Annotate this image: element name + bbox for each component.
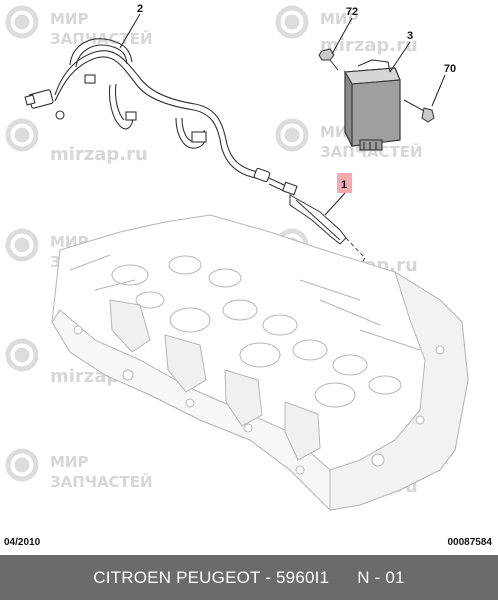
callout-3-label: 3 <box>407 30 413 42</box>
screw-70-part <box>403 99 435 123</box>
callout-leaders <box>119 13 446 216</box>
cylinder-head-part <box>51 214 469 512</box>
watermark-line1: МИР <box>50 453 88 471</box>
watermark-line2: ЗАПЧАСТЕЙ <box>320 142 423 161</box>
callout-72-label: 72 <box>346 6 358 18</box>
watermark-line2: ЗАПЧАСТЕЙ <box>50 472 153 491</box>
screw-72-part <box>318 48 339 71</box>
watermark-brand: mirzap.ru <box>50 144 148 165</box>
callout-70-label: 70 <box>444 63 456 75</box>
callout-2-label: 2 <box>137 3 143 15</box>
watermark-line1: МИР <box>50 10 88 28</box>
wiring-harness-part <box>24 38 298 196</box>
diagram-date: 04/2010 <box>4 537 41 548</box>
footer-sheet: N - 01 <box>357 567 405 587</box>
callout-1-highlight <box>337 173 352 193</box>
watermark-brand: mirzap.ru <box>320 35 418 56</box>
diagram-doc-number: 00087584 <box>447 537 493 548</box>
footer-bar: CITROEN PEUGEOT - 5960I1 N - 01 <box>0 555 498 600</box>
preheat-relay-part <box>344 59 401 151</box>
callout-1-label: 1 <box>341 179 347 191</box>
footer-title: CITROEN PEUGEOT - 5960I1 <box>93 567 330 587</box>
